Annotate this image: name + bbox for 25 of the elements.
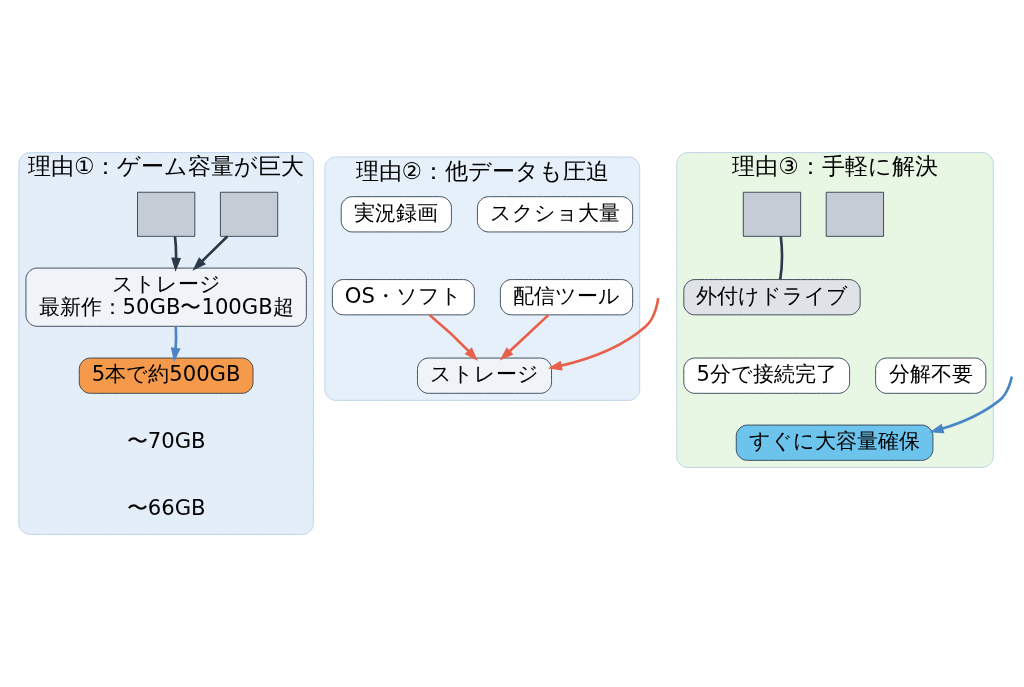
node-box: OS・ソフト [331, 279, 475, 316]
node-box: スクショ大量 [477, 196, 634, 233]
connector [778, 236, 784, 280]
label: 〜70GB [126, 428, 206, 454]
label: 〜66GB [126, 495, 206, 521]
arrow [929, 376, 1014, 434]
node-box: すぐに大容量確保 [735, 424, 934, 461]
node-box: 5分で接続完了 [683, 357, 851, 394]
node-box [137, 191, 196, 237]
arrow [171, 236, 182, 272]
arrow [547, 297, 660, 371]
node-box: 配信ツール [499, 279, 634, 316]
node-box [825, 191, 884, 237]
node-box: 実況録画 [340, 196, 452, 233]
arrow [192, 235, 229, 271]
arrow [499, 314, 550, 361]
node-box: ストレージ [417, 357, 552, 394]
node-box: 5本で約500GB [78, 357, 254, 394]
node-box [742, 191, 802, 237]
node-box: 外付けドライブ [683, 279, 861, 316]
arrow [428, 313, 478, 361]
node-box [219, 191, 279, 237]
node-box: ストレージ 最新作：50GB〜100GB超 [25, 267, 307, 327]
node-box: 分解不要 [875, 357, 987, 394]
arrow [170, 326, 181, 362]
